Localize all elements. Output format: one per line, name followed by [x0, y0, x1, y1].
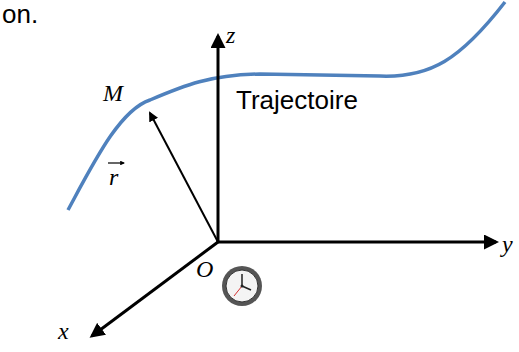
- trajectory-curve: [68, 2, 505, 210]
- cut-text: on.: [2, 0, 38, 29]
- vector-label: r: [109, 164, 118, 190]
- curve-label: Trajectoire: [236, 86, 358, 115]
- vector-arrow: [108, 162, 124, 163]
- x-axis: [92, 242, 218, 336]
- y-axis: [218, 241, 496, 244]
- axis-label: z: [226, 22, 235, 48]
- z-axis: [217, 36, 220, 242]
- point-label: M: [103, 80, 123, 106]
- axis-label: x: [58, 318, 69, 344]
- clock-icon: [222, 266, 262, 306]
- axis-label: y: [502, 231, 513, 257]
- origin-label: O: [196, 256, 213, 282]
- position-vector: [150, 113, 218, 242]
